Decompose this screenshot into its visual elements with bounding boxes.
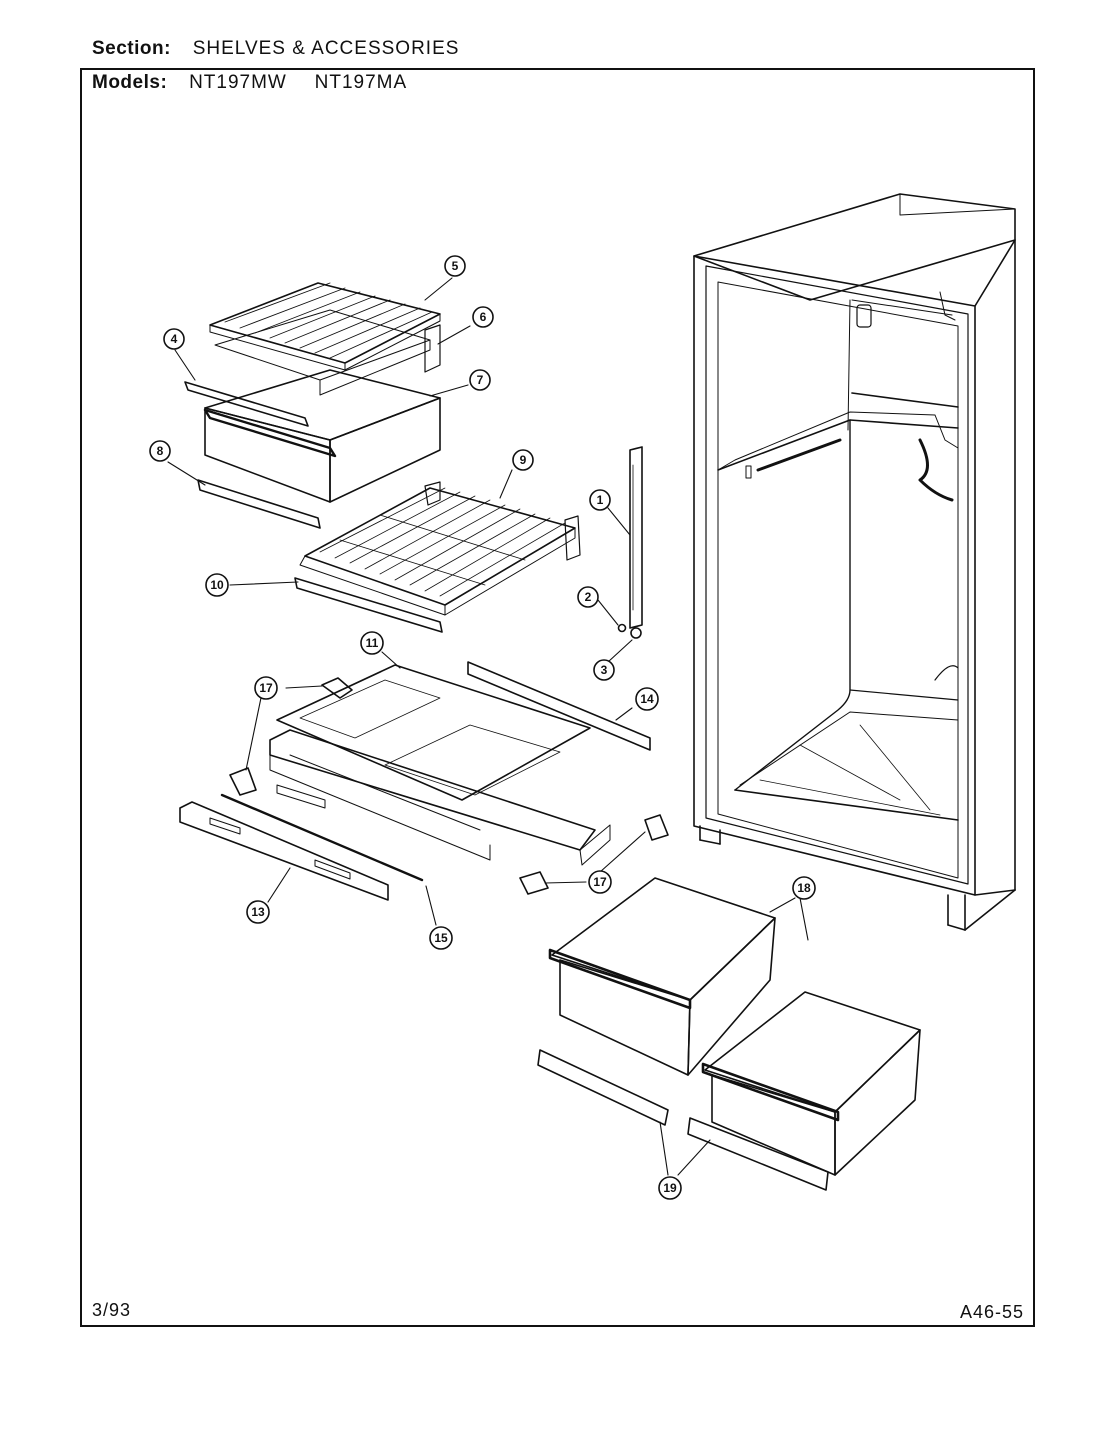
section-label: Section: (92, 38, 171, 59)
callouts: 1 2 3 4 5 6 7 8 9 10 11 13 14 15 17 17 1… (149, 255, 816, 1200)
drawer-trims (537, 1049, 829, 1191)
model-number: NT197MW (189, 72, 287, 93)
svg-text:2: 2 (585, 590, 592, 604)
callout-7: 7 (469, 369, 491, 391)
diagram-frame (80, 68, 1035, 1327)
leader-lines (167, 277, 809, 1176)
crisper-cover (269, 664, 611, 866)
section-title: SHELVES & ACCESSORIES (192, 38, 460, 59)
callout-4: 4 (163, 328, 185, 350)
crisper-drawer-right (701, 991, 921, 1176)
shelf-ladder (617, 446, 643, 639)
svg-text:1: 1 (597, 493, 604, 507)
section-header: Section: SHELVES & ACCESSORIES (92, 38, 459, 60)
callout-2: 2 (577, 586, 599, 608)
svg-text:9: 9 (520, 453, 527, 467)
callout-10: 10 (205, 573, 229, 597)
callout-19: 19 (658, 1176, 682, 1200)
wire-shelf-trim (294, 577, 443, 633)
callout-14: 14 (635, 687, 659, 711)
svg-text:18: 18 (797, 881, 811, 895)
callout-6: 6 (472, 306, 494, 328)
svg-text:19: 19 (663, 1181, 677, 1195)
meat-keeper-pan (203, 369, 441, 503)
model-number: NT197MA (314, 72, 408, 93)
svg-text:8: 8 (157, 444, 164, 458)
svg-text:6: 6 (480, 310, 487, 324)
models-header: Models: NT197MW NT197MA (92, 72, 429, 94)
models-label: Models: (92, 72, 168, 93)
refrigerator-cabinet (693, 193, 1016, 931)
svg-text:15: 15 (434, 931, 448, 945)
wire-shelf (299, 481, 581, 616)
callout-17: 17 (588, 870, 612, 894)
crisper-bar (467, 661, 651, 751)
svg-text:13: 13 (251, 905, 265, 919)
svg-text:3: 3 (601, 663, 608, 677)
callout-9: 9 (512, 449, 534, 471)
callout-13: 13 (246, 900, 270, 924)
pan-trim (197, 479, 321, 529)
callout-15: 15 (429, 926, 453, 950)
callout-18: 18 (792, 876, 816, 900)
shelf-trim (184, 381, 309, 427)
callout-8: 8 (149, 440, 171, 462)
svg-text:17: 17 (259, 681, 273, 695)
svg-text:4: 4 (171, 332, 178, 346)
svg-text:17: 17 (593, 875, 607, 889)
svg-text:10: 10 (210, 578, 224, 592)
callout-3: 3 (593, 659, 615, 681)
callout-11: 11 (360, 631, 384, 655)
svg-text:7: 7 (477, 373, 484, 387)
svg-text:14: 14 (640, 692, 654, 706)
crisper-front-panel (179, 793, 424, 901)
top-shelf (209, 282, 441, 396)
crisper-brackets (229, 677, 669, 895)
diagram-code: A46-55 (960, 1302, 1025, 1322)
crisper-drawer-left (548, 877, 776, 1076)
revision-date: 3/93 (92, 1300, 132, 1320)
svg-text:5: 5 (452, 259, 459, 273)
callout-1: 1 (589, 489, 611, 511)
callout-5: 5 (444, 255, 466, 277)
callout-17: 17 (254, 676, 278, 700)
svg-text:11: 11 (366, 636, 379, 650)
